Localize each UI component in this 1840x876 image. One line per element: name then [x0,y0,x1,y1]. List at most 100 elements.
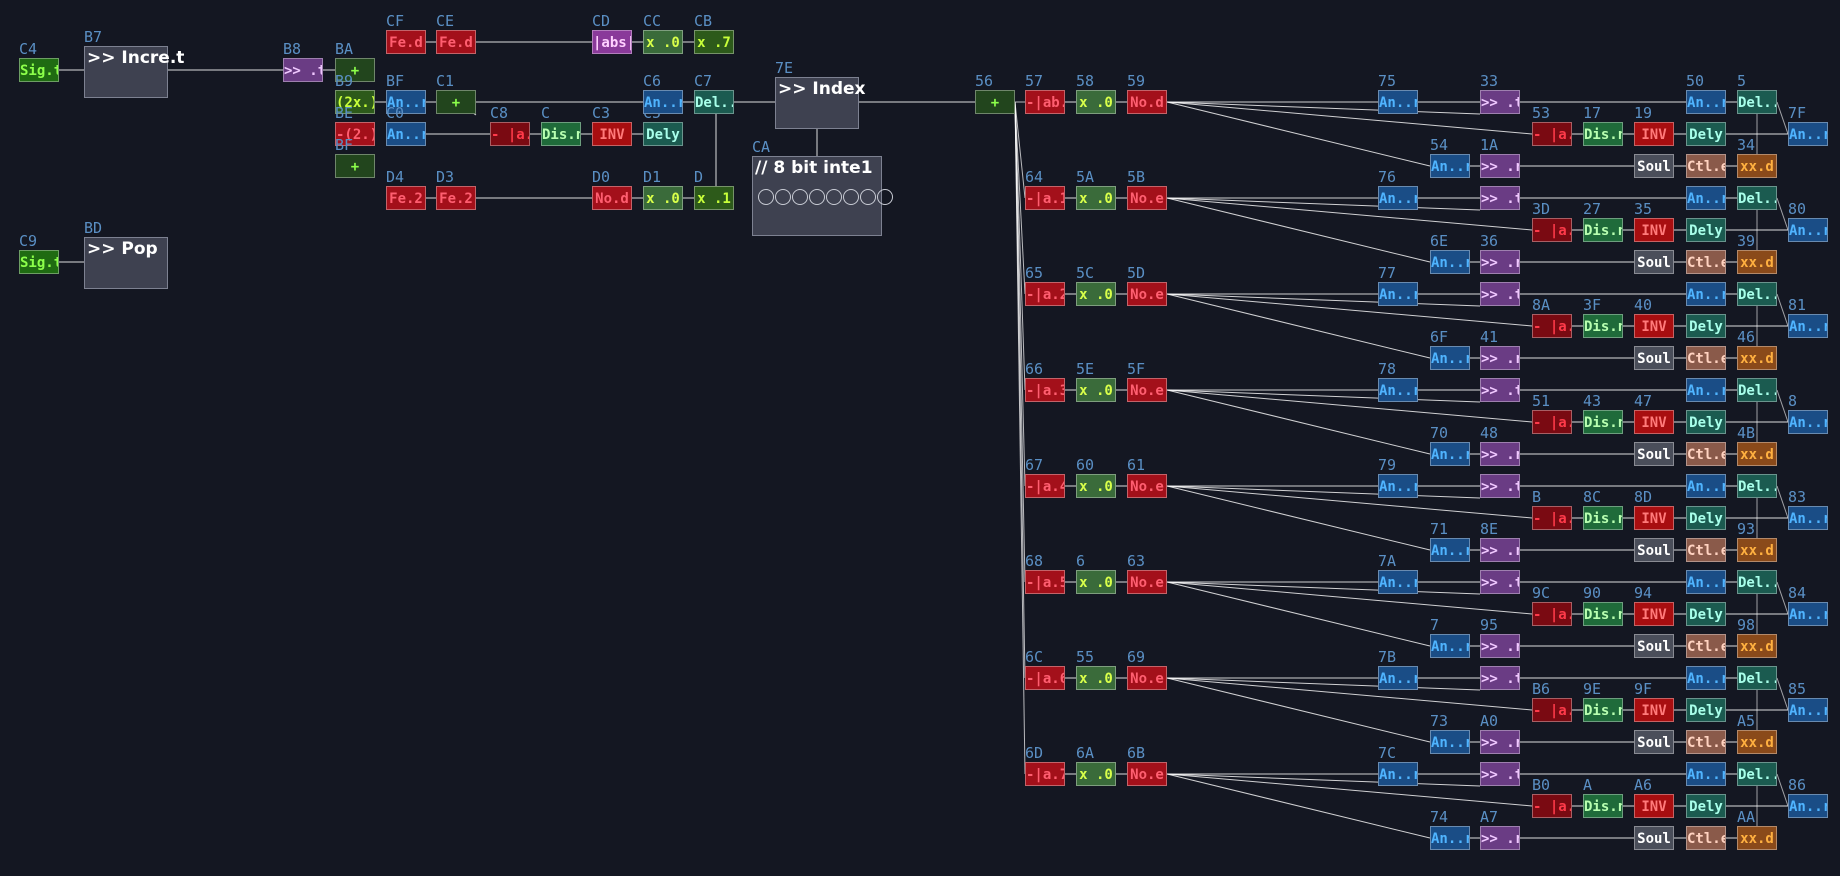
chip-34[interactable]: xx.d [1737,154,1777,178]
chip-D1[interactable]: x .0 [643,186,683,210]
chip-35[interactable]: INV [1634,218,1674,242]
chip-D0[interactable]: No.d [592,186,632,210]
chip-6D[interactable]: -|a.7 [1025,762,1065,786]
chip-9C[interactable]: - |a. [1532,602,1572,626]
chip-78[interactable]: An..r [1378,378,1418,402]
chip-33[interactable]: >> .t [1480,90,1520,114]
chip-62[interactable]: x .0 [1076,570,1116,594]
chip-86[interactable]: An..r [1788,794,1828,818]
chip-B2[interactable]: - |a. [1532,506,1572,530]
chip-41[interactable]: >> .r [1480,346,1520,370]
chip-3F[interactable]: Dis.n [1583,314,1623,338]
chip-51[interactable]: - |a. [1532,410,1572,434]
chip-60[interactable]: x .0 [1076,474,1116,498]
chip-[interactable]: Soul [1634,154,1674,178]
chip-[interactable]: An..r [1686,762,1726,786]
chip-B0[interactable]: - |a. [1532,794,1572,818]
chip-[interactable]: An..r [1686,474,1726,498]
chip-47[interactable]: INV [1634,410,1674,434]
chip-7C[interactable]: An..r [1378,762,1418,786]
chip-6A[interactable]: x .0 [1076,762,1116,786]
chip-[interactable]: An..r [1686,282,1726,306]
chip-B9[interactable]: (2x.) [335,90,375,114]
chip-57[interactable]: -|ab. [1025,90,1065,114]
chip-94[interactable]: INV [1634,602,1674,626]
chip-C5[interactable]: Dely [643,122,683,146]
chip-5A[interactable]: x .0 [1076,186,1116,210]
chip-48[interactable]: >> .r [1480,442,1520,466]
chip-72[interactable]: An..r [1430,634,1470,658]
chip-[interactable]: An..r [1686,378,1726,402]
chip-[interactable]: Del..l [1737,666,1777,690]
chip-5C[interactable]: x .0 [1076,282,1116,306]
chip-[interactable]: Soul [1634,730,1674,754]
chip-D3[interactable]: Fe.2 [436,186,476,210]
chip-6B[interactable]: No.e [1127,762,1167,786]
chip-[interactable]: Soul [1634,538,1674,562]
chip-CC[interactable]: x .0 [643,30,683,54]
chip-93[interactable]: xx.d [1737,538,1777,562]
chip-C8[interactable]: - |a. [490,122,530,146]
chip-6E[interactable]: An..r [1430,250,1470,274]
chip-17[interactable]: Dis.n [1583,122,1623,146]
chip-B8[interactable]: >> .t [283,58,323,82]
chip-19[interactable]: INV [1634,122,1674,146]
chip-8A[interactable]: - |a. [1532,314,1572,338]
chip-CE[interactable]: Fe.d [436,30,476,54]
chip-82[interactable]: An..r [1788,410,1828,434]
chip-81[interactable]: An..r [1788,314,1828,338]
chip-65[interactable]: -|a.2 [1025,282,1065,306]
chip-[interactable]: >> .t [1480,570,1520,594]
chip-[interactable]: Del..l [1737,570,1777,594]
chip-A0[interactable]: >> .r [1480,730,1520,754]
chip-[interactable]: Ctl.e [1686,730,1726,754]
chip-BA[interactable]: + [335,58,375,82]
chip-[interactable]: Ctl.e [1686,538,1726,562]
chip-84[interactable]: An..r [1788,602,1828,626]
chip-76[interactable]: An..r [1378,186,1418,210]
chip-77[interactable]: An..r [1378,282,1418,306]
chip-[interactable]: >> .t [1480,282,1520,306]
chip-C7[interactable]: Del..l [694,90,734,114]
chip-79[interactable]: An..r [1378,474,1418,498]
chip-59[interactable]: No.d [1127,90,1167,114]
chip-68[interactable]: -|a.5 [1025,570,1065,594]
chip-74[interactable]: An..r [1430,826,1470,850]
chip-[interactable]: Dely [1686,218,1726,242]
chip-5F[interactable]: No.e [1127,378,1167,402]
chip-75[interactable]: An..r [1378,90,1418,114]
chip-83[interactable]: An..r [1788,506,1828,530]
chip-[interactable]: An..r [1686,666,1726,690]
chip-[interactable]: Del..l [1737,762,1777,786]
chip-BE[interactable]: -(2.) [335,122,375,146]
chip-C3[interactable]: INV [592,122,632,146]
chip-52[interactable]: Del..l [1737,90,1777,114]
chip-C2[interactable]: Dis.n [541,122,581,146]
chip-[interactable]: Ctl.e [1686,250,1726,274]
chip-A6[interactable]: INV [1634,794,1674,818]
chip-D2[interactable]: x .1 [694,186,734,210]
chip-[interactable]: Dely [1686,794,1726,818]
chip-8E[interactable]: >> .r [1480,538,1520,562]
chip-7F[interactable]: An..r [1788,122,1828,146]
chip-3D[interactable]: - |a. [1532,218,1572,242]
chip-[interactable]: >> .t [1480,762,1520,786]
chip-98[interactable]: xx.d [1737,634,1777,658]
chip-CB[interactable]: x .7 [694,30,734,54]
chip-BF[interactable]: + [335,154,375,178]
chip-[interactable]: Dely [1686,698,1726,722]
chip-63[interactable]: No.e [1127,570,1167,594]
chip-50[interactable]: An..r [1686,90,1726,114]
chip-[interactable]: >> .t [1480,186,1520,210]
chip-73[interactable]: An..r [1430,730,1470,754]
chip-[interactable]: Ctl.e [1686,346,1726,370]
chip-C0[interactable]: An..r [386,122,426,146]
chip-[interactable]: Soul [1634,250,1674,274]
chip-BF2[interactable]: An..r [386,90,426,114]
chip-C4[interactable]: Sig.t [19,58,59,82]
chip-A7[interactable]: >> .r [1480,826,1520,850]
chip-B6[interactable]: - |a. [1532,698,1572,722]
chip-5D[interactable]: No.e [1127,282,1167,306]
chip-61[interactable]: No.e [1127,474,1167,498]
chip-54[interactable]: An..r [1430,154,1470,178]
